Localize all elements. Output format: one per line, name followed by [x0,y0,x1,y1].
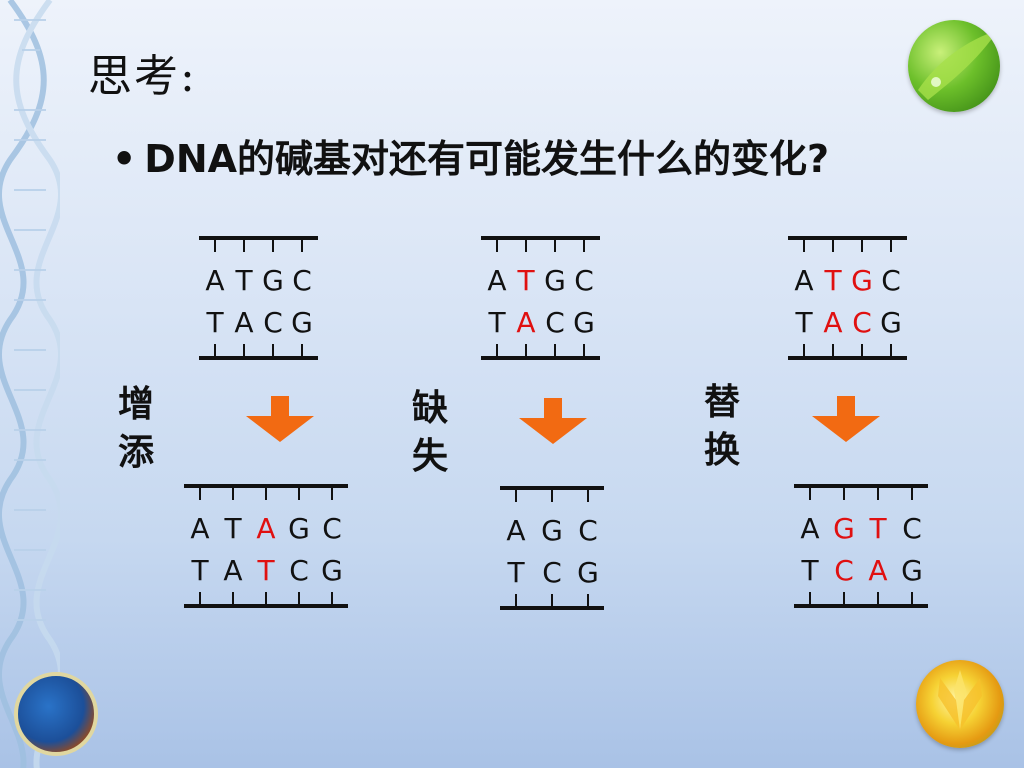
addition_before-top-base: G [262,264,284,297]
deletion_before-top-base: C [574,264,594,297]
substitution_before-bottom-base: A [823,306,842,339]
label-substitution: 替 换 [702,378,742,474]
substitution_after-bottom-base: A [868,554,887,587]
addition_before-top-base: C [292,264,312,297]
substitution_after-top-base: A [800,512,819,545]
deletion_after-top-base: G [541,514,563,547]
addition_after-top-base: A [190,512,209,545]
addition_after-top-base: T [223,512,242,545]
label-addition: 增 添 [116,380,156,476]
addition-arrow [246,396,314,442]
substitution_before-bottom-base: G [880,306,902,339]
substitution_after-top-base: C [902,512,922,545]
addition_after-bottom-base: T [190,554,209,587]
substitution_after-bottom-base: C [834,554,854,587]
addition_after-bottom-base: T [256,554,275,587]
substitution_before-bottom-base: T [794,306,813,339]
globe-logo [14,672,98,756]
addition_after-top-base: G [288,512,310,545]
deletion_after-bottom-base: C [542,556,562,589]
deletion_before-bottom-base: G [573,306,595,339]
question-text: DNA的碱基对还有可能发生什么的变化? [144,137,830,181]
deletion_after-top-base: A [506,514,525,547]
addition_before-bottom-base: A [234,306,253,339]
substitution_before-top-base: T [823,264,842,297]
addition_before-bottom-base: T [205,306,224,339]
substitution_before-top-base: G [851,264,873,297]
substitution_before-top-base: C [881,264,901,297]
label-addition-char-1: 增 [117,383,154,425]
leaf-image [908,20,1000,112]
substitution_after-bottom-base: T [800,554,819,587]
deletion_after-bottom-base: T [506,556,525,589]
label-addition-char-2: 添 [117,431,154,473]
deletion_before-top-base: G [544,264,566,297]
deletion_before-bottom-base: C [545,306,565,339]
substitution_after-bottom-base: G [901,554,923,587]
addition_after-bottom-base: C [289,554,309,587]
deletion_before-top-base: A [487,264,506,297]
label-deletion: 缺 失 [410,384,450,480]
dna-helix-decoration [0,0,60,768]
substitution_before-top-base: A [794,264,813,297]
addition_after-top-base: C [322,512,342,545]
label-deletion-char-1: 缺 [411,387,448,429]
addition_before-top-base: A [205,264,224,297]
flower-image [916,660,1004,748]
substitution_after-top-base: G [833,512,855,545]
question-bullet: •DNA的碱基对还有可能发生什么的变化? [112,128,829,183]
substitution_before-bottom-base: C [852,306,872,339]
page-title: 思考: [88,51,197,102]
substitution_after-top-base: T [868,512,887,545]
deletion_before-top-base: T [516,264,535,297]
addition_after-bottom-base: A [223,554,242,587]
deletion_after-top-base: C [578,514,598,547]
addition_after-top-base: A [256,512,275,545]
label-substitution-char-2: 换 [703,429,740,471]
addition_before-bottom-base: C [263,306,283,339]
deletion_before-bottom-base: A [516,306,535,339]
label-deletion-char-2: 失 [411,435,448,477]
label-substitution-char-1: 替 [703,381,740,423]
addition_before-bottom-base: G [291,306,313,339]
deletion_after-bottom-base: G [577,556,599,589]
deletion_before-bottom-base: T [487,306,506,339]
substitution-arrow [812,396,880,442]
addition_before-top-base: T [234,264,253,297]
addition_after-bottom-base: G [321,554,343,587]
bullet-dot: • [112,137,137,181]
deletion-arrow [519,398,587,444]
